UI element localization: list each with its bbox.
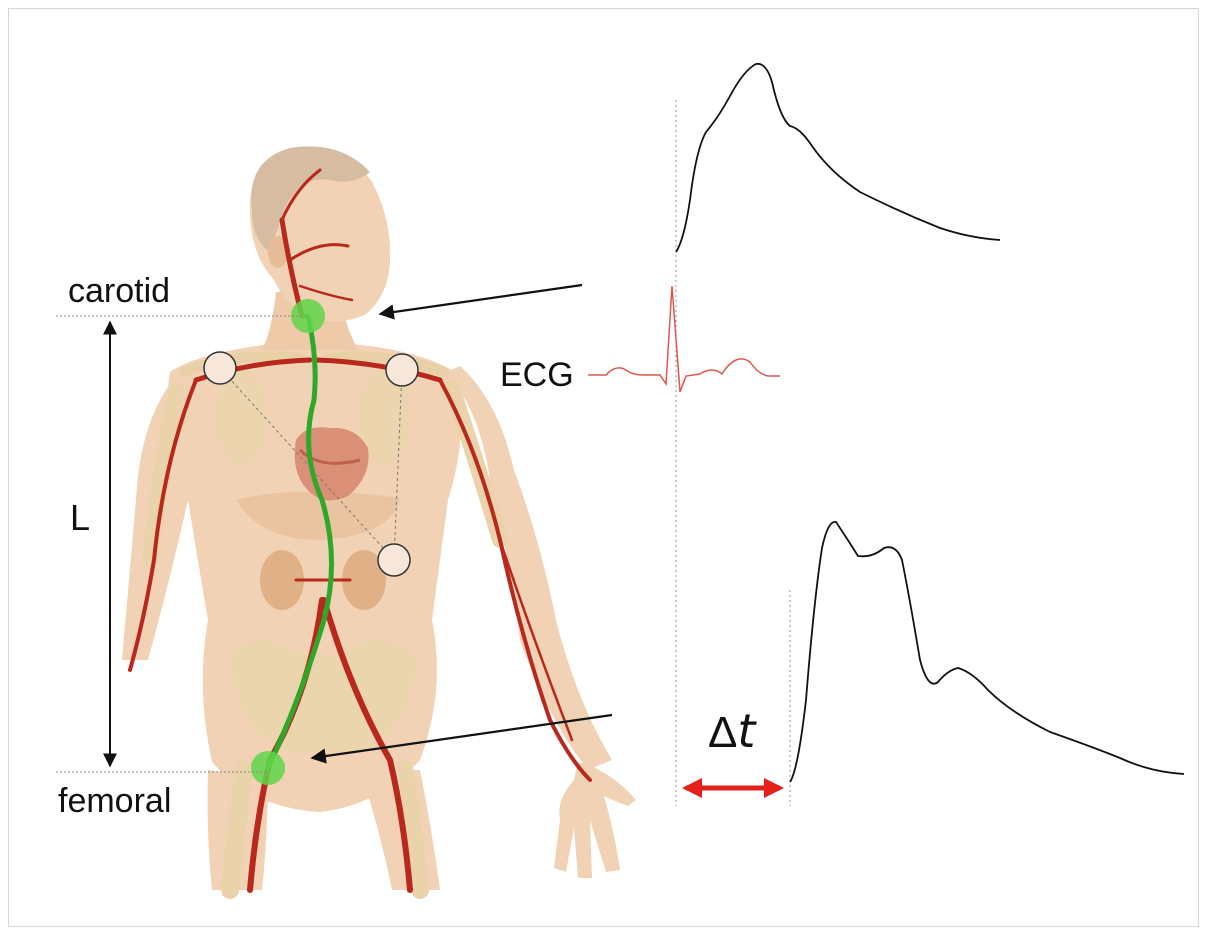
femoral-site-marker — [251, 751, 285, 785]
ecg-label: ECG — [500, 358, 574, 392]
delta-t-label: Δt — [708, 708, 755, 755]
length-label: L — [70, 500, 90, 536]
delta-symbol: Δ — [708, 708, 737, 757]
right-shoulder-landmark — [386, 354, 418, 386]
human-figure — [122, 146, 636, 890]
delta-variable: t — [737, 704, 755, 758]
carotid-waveform — [676, 64, 1000, 252]
carotid-label: carotid — [68, 274, 170, 308]
carotid-pointer-arrow — [380, 285, 582, 314]
femoral-waveform — [790, 522, 1184, 782]
left-shoulder-landmark — [204, 352, 236, 384]
abdomen-landmark — [378, 544, 410, 576]
femoral-label: femoral — [58, 784, 171, 818]
ecg-trace — [588, 286, 780, 392]
right-hand — [554, 762, 636, 878]
left-scapula — [216, 370, 268, 466]
